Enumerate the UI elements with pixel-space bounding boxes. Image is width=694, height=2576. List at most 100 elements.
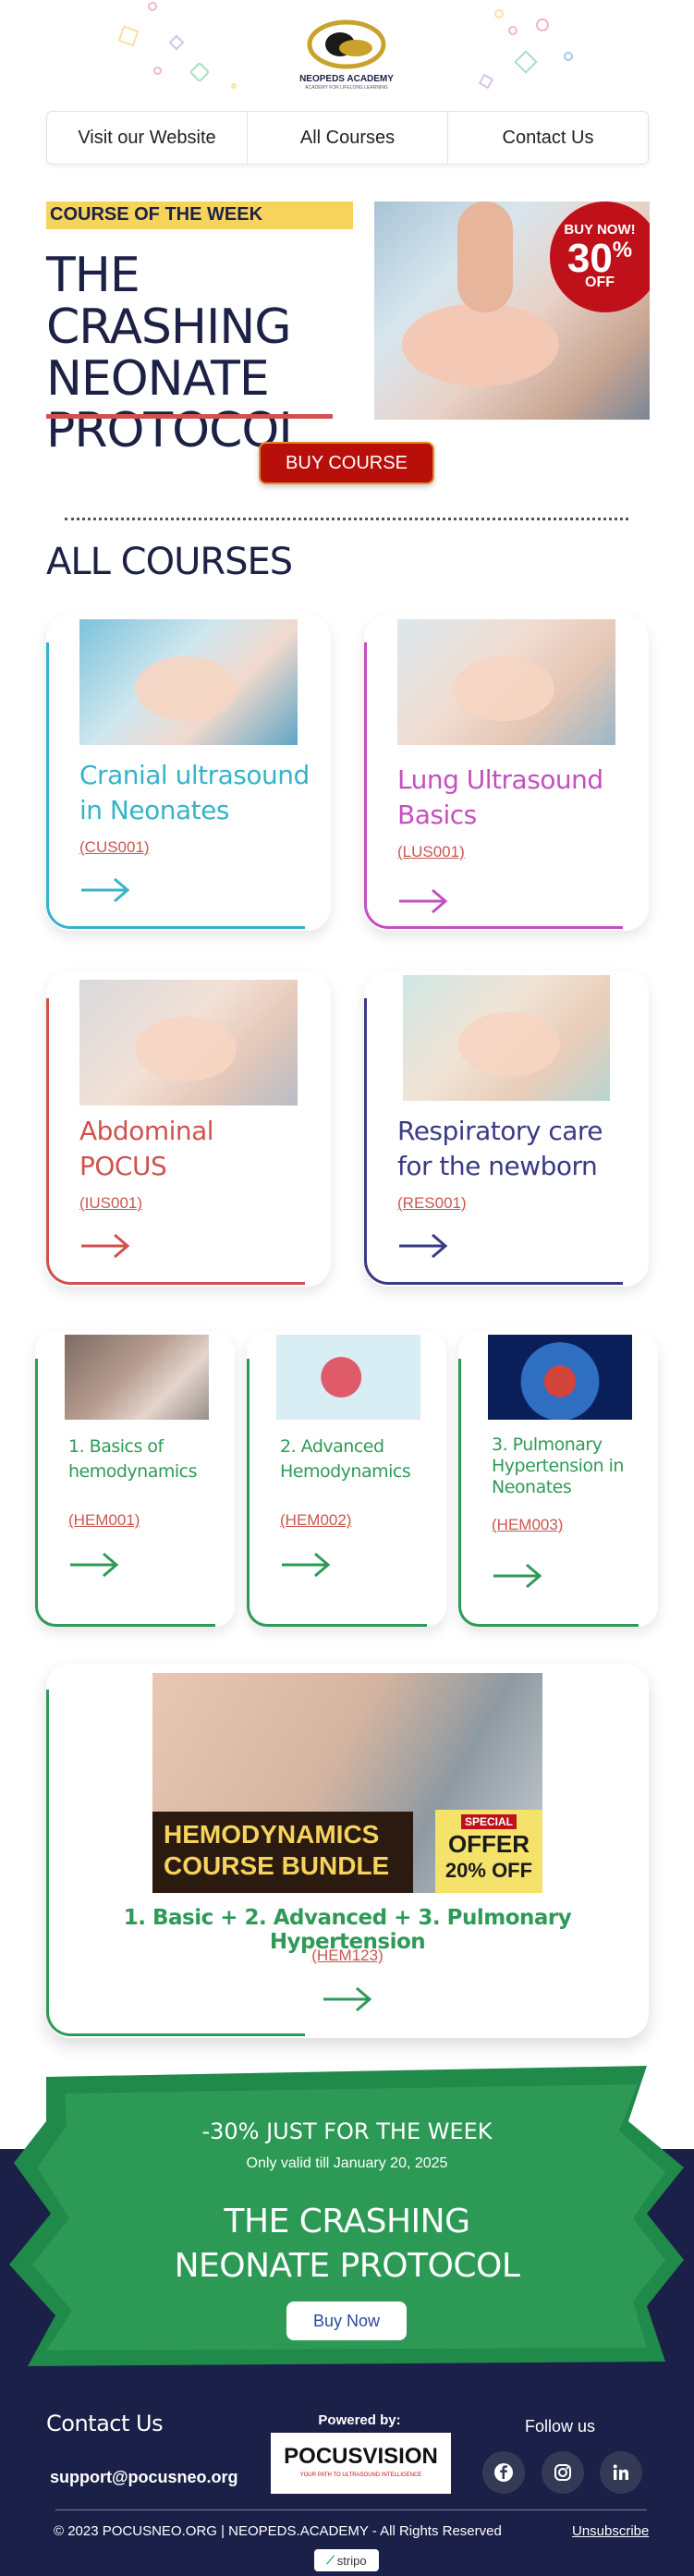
baby-shape — [135, 1017, 237, 1081]
arrow-right-icon[interactable] — [492, 1562, 543, 1590]
arrow-right-icon[interactable] — [397, 887, 449, 915]
hemo-title-line: Neonates — [492, 1477, 572, 1497]
arrow-right-icon[interactable] — [68, 1551, 120, 1579]
course-title-line: POCUS — [79, 1151, 167, 1181]
banner-dark: HEMODYNAMICS COURSE BUNDLE — [152, 1812, 413, 1893]
hemo-image — [488, 1335, 632, 1420]
hemo-code[interactable]: (HEM003) — [492, 1516, 564, 1533]
course-title-line: Cranial ultrasound — [79, 760, 310, 790]
offer-text: OFFER — [447, 1830, 530, 1858]
logo-text-a: POCUS — [284, 2444, 363, 2469]
buy-now-button[interactable]: Buy Now — [286, 2301, 407, 2340]
dotted-divider — [65, 518, 628, 520]
decor-shape — [153, 67, 162, 75]
bundle-card[interactable]: HEMODYNAMICS COURSE BUNDLE SPECIAL OFFER… — [46, 1664, 649, 2038]
brand-name: NEOPEDS ACADEMY — [299, 74, 394, 84]
arrow-right-icon[interactable] — [79, 1232, 131, 1260]
pocusvision-logo[interactable]: POCUSVISION YOUR PATH TO ULTRASOUND INTE… — [271, 2433, 451, 2494]
hemo-title-line: hemodynamics — [68, 1461, 198, 1482]
course-code[interactable]: (LUS001) — [397, 843, 465, 861]
promo-flag — [9, 2066, 684, 2366]
card-bracket — [458, 1359, 639, 1627]
follow-us-label: Follow us — [525, 2417, 596, 2436]
nav-visit-website[interactable]: Visit our Website — [47, 112, 248, 164]
course-card[interactable]: Lung Ultrasound Basics (LUS001) — [364, 615, 649, 931]
arrow-right-icon[interactable] — [79, 876, 131, 904]
hemo-image — [65, 1335, 209, 1420]
hemo-title-line: 2. Advanced — [280, 1436, 384, 1457]
course-of-week-label: COURSE OF THE WEEK — [46, 201, 353, 229]
course-title-line: in Neonates — [79, 795, 229, 825]
course-title: Abdominal POCUS — [79, 1114, 320, 1184]
course-card[interactable]: Abdominal POCUS (IUS001) — [46, 971, 331, 1287]
footer-email[interactable]: support@pocusneo.org — [50, 2468, 238, 2486]
hemo-title: 1. Basics of hemodynamics — [68, 1435, 225, 1484]
offer-off-text: 20% OFF — [444, 1859, 533, 1882]
logo-text-b: VISION — [362, 2444, 438, 2469]
hero-image[interactable]: BUY NOW! 30% OFF — [374, 201, 650, 420]
nav-contact-us[interactable]: Contact Us — [502, 127, 594, 148]
bundle-title: 1. Basic + 2. Advanced + 3. Pulmonary Hy… — [123, 1906, 572, 1954]
course-card[interactable]: Respiratory care for the newborn (RES001… — [364, 971, 649, 1287]
decor-shape — [508, 26, 517, 35]
top-nav: Visit our Website All Courses Contact Us — [46, 111, 649, 165]
brand-logo[interactable]: NEOPEDS ACADEMY ACADEMY FOR LIFELONG LEA… — [296, 17, 397, 102]
card-bracket — [364, 998, 623, 1285]
course-code[interactable]: (IUS001) — [79, 1194, 143, 1212]
baby-shape — [453, 656, 554, 721]
card-bracket — [46, 998, 305, 1285]
unsubscribe-link[interactable]: Unsubscribe — [572, 2523, 650, 2539]
footer-contact-title: Contact Us — [46, 2411, 164, 2436]
buy-course-button[interactable]: BUY COURSE — [259, 442, 434, 484]
hemo-code[interactable]: (HEM002) — [280, 1511, 352, 1529]
hemo-card[interactable]: 3. Pulmonary Hypertension in Neonates (H… — [458, 1331, 658, 1627]
decor-shape — [514, 50, 538, 74]
instagram-icon[interactable] — [542, 2451, 584, 2494]
hemo-card[interactable]: 1. Basics of hemodynamics (HEM001) — [35, 1331, 235, 1627]
bundle-image: HEMODYNAMICS COURSE BUNDLE SPECIAL OFFER… — [152, 1673, 542, 1893]
hemo-code[interactable]: (HEM001) — [68, 1511, 140, 1529]
badge-top-text: BUY NOW! — [564, 222, 636, 238]
sale-badge: BUY NOW! 30% OFF — [550, 201, 650, 312]
brand-tagline: ACADEMY FOR LIFELONG LEARNING — [305, 85, 388, 91]
arrow-right-icon[interactable] — [322, 1985, 373, 2013]
manikin-shape — [402, 303, 559, 386]
hemo-title-line: Hypertension in — [492, 1456, 624, 1476]
arrow-right-icon[interactable] — [280, 1551, 332, 1579]
decor-shape — [494, 9, 504, 18]
course-code[interactable]: (CUS001) — [79, 838, 150, 856]
bundle-banner-line: COURSE BUNDLE — [164, 1851, 390, 1880]
bundle-banner-line: HEMODYNAMICS — [164, 1820, 380, 1849]
course-code[interactable]: (RES001) — [397, 1194, 467, 1212]
decor-shape — [148, 2, 157, 11]
decor-shape — [168, 34, 185, 51]
hero-title-line: THE CRASHING — [46, 248, 292, 355]
bundle-code[interactable]: (HEM123) — [311, 1947, 384, 1964]
course-title: Cranial ultrasound in Neonates — [79, 758, 320, 828]
facebook-icon[interactable] — [482, 2451, 525, 2494]
promo-title-line: NEONATE PROTOCOL — [174, 2247, 520, 2285]
baby-shape — [135, 656, 237, 721]
special-tag: SPECIAL — [460, 1814, 517, 1829]
stripo-label: stripo — [336, 2553, 367, 2568]
hero-title: THE CRASHING NEONATE PROTOCOL — [46, 250, 365, 457]
hemo-title-line: Hemodynamics — [280, 1461, 411, 1482]
baby-shape — [458, 1012, 560, 1077]
stripo-badge[interactable]: ⟋ stripo — [314, 2549, 379, 2571]
hemo-title: 2. Advanced Hemodynamics — [280, 1435, 437, 1484]
course-title-line: Abdominal — [79, 1116, 214, 1146]
baby-logo-icon — [307, 19, 386, 69]
course-title-line: for the newborn — [397, 1151, 598, 1181]
course-card[interactable]: Cranial ultrasound in Neonates (CUS001) — [46, 615, 331, 931]
linkedin-icon[interactable] — [600, 2451, 642, 2494]
hemo-image — [276, 1335, 420, 1420]
hero-divider — [46, 414, 333, 419]
badge-symbol: % — [612, 238, 633, 262]
nav-all-courses[interactable]: All Courses — [248, 112, 448, 164]
arrow-right-icon[interactable] — [397, 1232, 449, 1260]
all-courses-title: ALL COURSES — [46, 541, 293, 583]
hemo-card[interactable]: 2. Advanced Hemodynamics (HEM002) — [247, 1331, 446, 1627]
card-bracket — [364, 642, 623, 929]
promo-headline: -30% JUST FOR THE WEEK — [201, 2118, 493, 2144]
course-title: Respiratory care for the newborn — [397, 1114, 638, 1184]
